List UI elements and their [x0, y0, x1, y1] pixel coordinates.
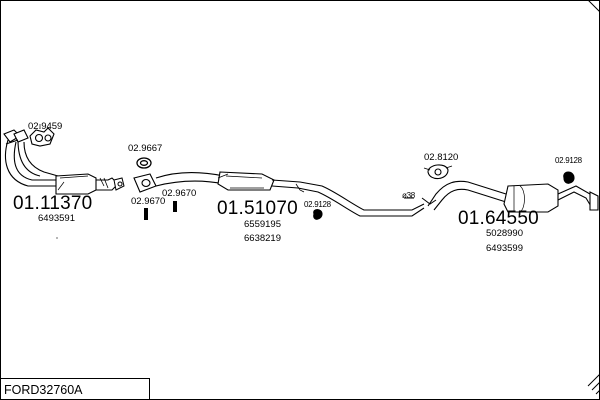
gasket-02-9459	[29, 124, 55, 147]
front-pipe	[3, 129, 119, 195]
hanger-02-9128-b-label: 02.9128	[555, 156, 582, 165]
reference-code: FORD32760A	[4, 383, 83, 397]
corner-mark-top	[587, 0, 600, 13]
middle-pipe-oem-2: 6638219	[244, 233, 281, 244]
middle-pipe	[133, 171, 425, 217]
hanger-02-9128-a-label: 02.9128	[304, 200, 331, 209]
corner-mark-right	[587, 373, 600, 395]
mount-02-8120	[423, 164, 453, 180]
reference-box: FORD32760A	[0, 378, 150, 399]
bolt-02-9670-a-label: 02.9670	[131, 196, 166, 207]
rear-silencer-oem-2: 6493599	[486, 243, 523, 254]
middle-pipe-part-number: 01.51070	[217, 198, 298, 219]
diameter-marker	[404, 197, 437, 205]
dot-mark	[56, 237, 58, 239]
clamp-joint	[113, 177, 125, 191]
ring-gasket-02-9667-label: 02.9667	[128, 143, 163, 154]
front-pipe-part-number: 01.11370	[13, 193, 93, 214]
hanger-02-9128-a	[313, 208, 323, 220]
rear-silencer-oem-1: 5028990	[486, 228, 523, 239]
ring-gasket-02-9667	[136, 157, 152, 169]
rear-silencer-part-number: 01.64550	[458, 208, 539, 229]
hanger-02-9128-b	[563, 171, 575, 184]
front-pipe-oem-1: 6493591	[38, 213, 75, 224]
bolt-02-9670-a	[144, 208, 148, 220]
mount-02-8120-label: 02.8120	[424, 152, 459, 163]
middle-pipe-oem-1: 6559195	[244, 219, 281, 230]
gasket-02-9459-label: 02.9459	[28, 121, 63, 132]
diameter-label: ø38	[402, 191, 415, 200]
bolt-02-9670-b-label: 02.9670	[162, 188, 197, 199]
rear-silencer	[427, 180, 599, 213]
bolt-02-9670-b	[173, 201, 177, 212]
